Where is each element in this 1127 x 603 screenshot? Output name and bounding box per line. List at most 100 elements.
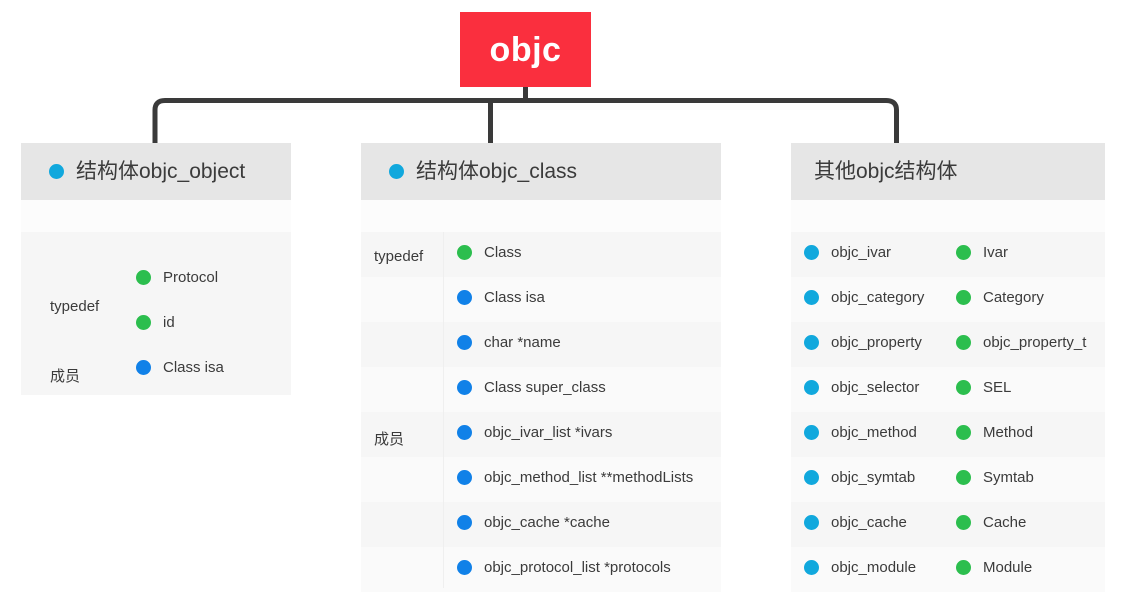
list-item[interactable]: Class isa: [457, 289, 545, 306]
list-item[interactable]: Class: [457, 244, 522, 261]
column-objc-other: 其他objc结构体 objc_ivar Ivar objc_category: [791, 143, 1105, 592]
list-item-label: Class isa: [163, 359, 224, 376]
green-dot-icon: [956, 425, 971, 440]
list-item-label: Category: [983, 289, 1044, 306]
column-objc-object-spacer: [21, 200, 291, 232]
column-objc-class: 结构体objc_class typedef 成员 Class Class isa: [361, 143, 721, 592]
list-item[interactable]: id: [136, 314, 175, 331]
list-item[interactable]: objc_method_list **methodLists: [457, 469, 693, 486]
list-item[interactable]: char *name: [457, 334, 561, 351]
list-item[interactable]: Ivar: [956, 244, 1008, 261]
green-dot-icon: [457, 245, 472, 260]
list-item[interactable]: objc_ivar_list *ivars: [457, 424, 612, 441]
connector-horizontal-bus: [152, 98, 899, 145]
list-item[interactable]: Method: [956, 424, 1033, 441]
list-item[interactable]: objc_property: [804, 334, 922, 351]
list-item-label: Protocol: [163, 269, 219, 286]
list-item-label: Cache: [983, 514, 1027, 531]
root-node[interactable]: objc: [460, 12, 591, 87]
list-item-label: objc_property: [831, 334, 922, 351]
list-item[interactable]: objc_symtab: [804, 469, 915, 486]
cyan-dot-icon: [804, 290, 819, 305]
list-item[interactable]: SEL: [956, 379, 1011, 396]
green-dot-icon: [956, 380, 971, 395]
blue-dot-icon: [457, 425, 472, 440]
green-dot-icon: [956, 290, 971, 305]
list-item-label: objc_category: [831, 289, 925, 306]
column-objc-class-spacer: [361, 200, 721, 232]
cyan-dot-icon: [804, 515, 819, 530]
blue-dot-icon: [457, 380, 472, 395]
list-item-label: Class super_class: [484, 379, 606, 396]
column-objc-other-body: objc_ivar Ivar objc_category Category ob…: [791, 232, 1105, 592]
column-objc-class-label-gutter: typedef 成员: [361, 232, 444, 588]
blue-dot-icon: [136, 360, 151, 375]
green-dot-icon: [956, 470, 971, 485]
list-item[interactable]: objc_ivar: [804, 244, 891, 261]
cyan-dot-icon: [804, 380, 819, 395]
group-label-members: 成员: [374, 431, 405, 448]
list-item[interactable]: objc_cache: [804, 514, 907, 531]
cyan-dot-icon: [804, 425, 819, 440]
column-objc-class-header[interactable]: 结构体objc_class: [361, 143, 721, 200]
list-item-label: objc_cache *cache: [484, 514, 610, 531]
list-item[interactable]: objc_category: [804, 289, 924, 306]
cyan-dot-icon: [804, 335, 819, 350]
list-item-label: objc_method_list **methodLists: [484, 469, 694, 486]
green-dot-icon: [956, 335, 971, 350]
list-item[interactable]: Symtab: [956, 469, 1034, 486]
list-item[interactable]: objc_module: [804, 559, 916, 576]
blue-dot-icon: [457, 335, 472, 350]
blue-dot-icon: [457, 515, 472, 530]
list-item[interactable]: objc_selector: [804, 379, 919, 396]
list-item-label: objc_method: [831, 424, 917, 441]
cyan-dot-icon: [389, 164, 404, 179]
green-dot-icon: [136, 315, 151, 330]
list-item-label: id: [163, 314, 175, 331]
list-item[interactable]: Cache: [956, 514, 1026, 531]
cyan-dot-icon: [49, 164, 64, 179]
column-objc-object: 结构体objc_object typedef 成员 Protocol id Cl…: [21, 143, 291, 395]
list-item[interactable]: objc_protocol_list *protocols: [457, 559, 671, 576]
list-item-label: objc_module: [831, 559, 917, 576]
blue-dot-icon: [457, 290, 472, 305]
list-item[interactable]: Category: [956, 289, 1044, 306]
list-item-label: objc_cache: [831, 514, 907, 531]
list-item-label: char *name: [484, 334, 561, 351]
list-item-label: objc_property_t: [983, 334, 1087, 351]
cyan-dot-icon: [804, 245, 819, 260]
list-item-label: objc_protocol_list *protocols: [484, 559, 671, 576]
list-item[interactable]: objc_property_t: [956, 334, 1086, 351]
list-item-label: objc_ivar_list *ivars: [484, 424, 613, 441]
list-item-label: Class: [484, 244, 522, 261]
green-dot-icon: [956, 515, 971, 530]
list-item[interactable]: objc_cache *cache: [457, 514, 610, 531]
cyan-dot-icon: [804, 470, 819, 485]
list-item-label: SEL: [983, 379, 1012, 396]
green-dot-icon: [956, 560, 971, 575]
column-objc-other-header[interactable]: 其他objc结构体: [791, 143, 1105, 200]
list-item[interactable]: Class super_class: [457, 379, 606, 396]
column-objc-object-header[interactable]: 结构体objc_object: [21, 143, 291, 200]
column-objc-class-body: typedef 成员 Class Class isa char *name Cl…: [361, 232, 721, 592]
list-item[interactable]: objc_method: [804, 424, 917, 441]
column-objc-class-title: 结构体objc_class: [416, 160, 578, 183]
group-label-typedef: typedef: [50, 298, 100, 315]
list-item-label: Ivar: [983, 244, 1009, 261]
list-item-label: objc_ivar: [831, 244, 892, 261]
list-item-label: objc_symtab: [831, 469, 916, 486]
green-dot-icon: [136, 270, 151, 285]
list-item[interactable]: Class isa: [136, 359, 224, 376]
list-item[interactable]: Module: [956, 559, 1032, 576]
cyan-dot-icon: [804, 560, 819, 575]
connector-lines: [152, 87, 899, 145]
list-item[interactable]: Protocol: [136, 269, 218, 286]
green-dot-icon: [956, 245, 971, 260]
list-item-label: Module: [983, 559, 1033, 576]
column-objc-object-title: 结构体objc_object: [76, 160, 246, 183]
list-item-label: objc_selector: [831, 379, 920, 396]
blue-dot-icon: [457, 470, 472, 485]
list-item-label: Symtab: [983, 469, 1034, 486]
group-label-typedef: typedef: [374, 248, 424, 265]
